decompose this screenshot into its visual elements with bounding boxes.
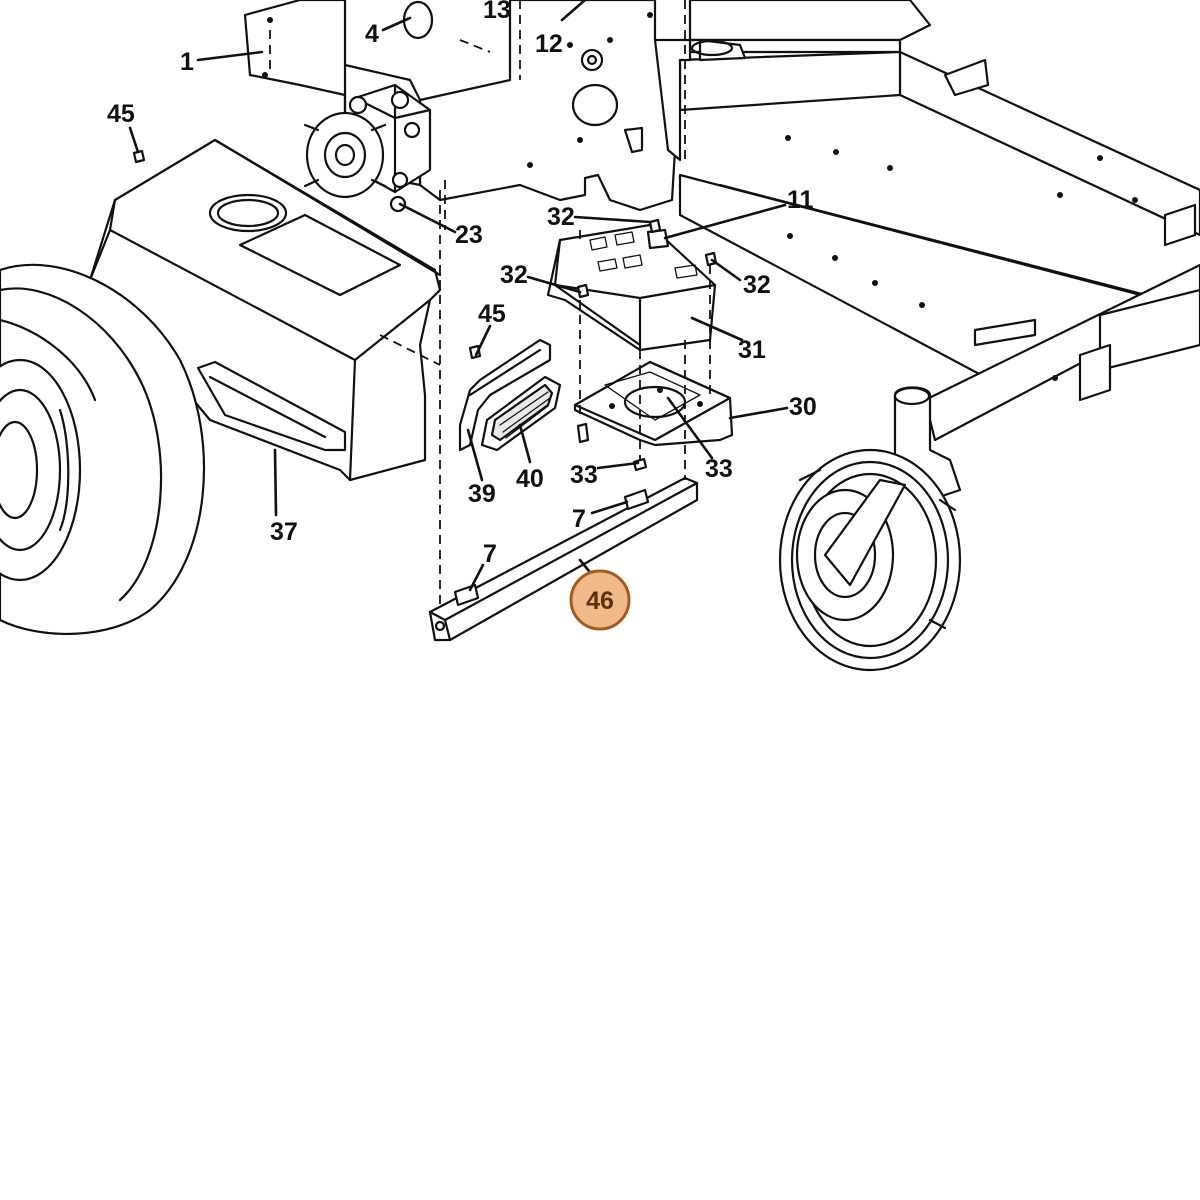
assembly-dashed-lines — [269, 0, 711, 605]
callout-45-mid: 45 — [478, 300, 506, 328]
callout-33-left: 33 — [570, 461, 598, 489]
callout-32-top: 32 — [547, 203, 575, 231]
callout-46[interactable]: 46 — [586, 587, 614, 615]
bracket-part-31 — [546, 223, 717, 352]
callout-40: 40 — [516, 465, 544, 493]
highlight-circle[interactable] — [569, 569, 631, 631]
callout-23: 23 — [455, 221, 483, 249]
callout-13: 13 — [483, 0, 511, 24]
callout-leader-lines — [128, 0, 789, 592]
callout-45-top: 45 — [107, 100, 135, 128]
wheel-hub-motor — [303, 83, 432, 213]
callout-30: 30 — [789, 393, 817, 421]
plate-part-30 — [573, 360, 734, 447]
callout-11: 11 — [787, 186, 814, 214]
callout-labels: 1 4 13 12 45 23 32 11 32 32 45 31 30 33 … — [107, 0, 817, 568]
left-fender-part-37 — [88, 138, 442, 482]
handle-part-39 — [458, 338, 552, 452]
callout-1: 1 — [180, 48, 194, 76]
center-upright-plate — [418, 0, 747, 212]
front-caster-wheel — [778, 386, 962, 672]
callout-32-right: 32 — [743, 271, 771, 299]
foot-pad-part-40 — [480, 375, 562, 452]
callout-39: 39 — [468, 480, 496, 508]
callout-33-right: 33 — [705, 455, 733, 483]
highlighted-callout-46[interactable]: 46 — [569, 569, 631, 631]
callout-12: 12 — [535, 30, 563, 58]
callout-31: 31 — [738, 336, 766, 364]
mower-main-frame — [678, 0, 1200, 442]
callout-32-left: 32 — [500, 261, 528, 289]
callout-7-upper: 7 — [572, 505, 586, 533]
callout-37: 37 — [270, 518, 298, 546]
callout-4: 4 — [365, 20, 379, 48]
left-rear-tire — [0, 263, 206, 636]
callout-7-lower: 7 — [483, 540, 497, 568]
